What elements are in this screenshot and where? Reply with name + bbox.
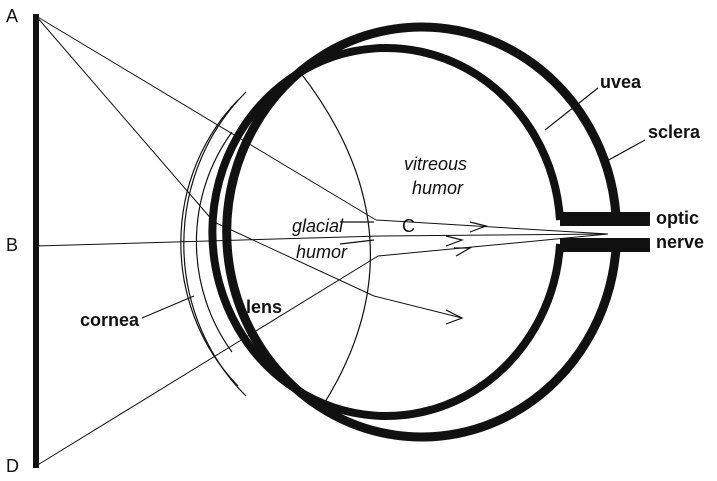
label-d: D [6,456,19,476]
label-cornea: cornea [80,310,140,330]
arrow-heads [446,222,486,324]
sclera-leader [605,140,645,162]
optic-nerve-bottom [560,238,650,252]
uvea-ring [212,48,560,416]
light-rays [36,16,608,466]
optic-nerve-top [560,212,650,226]
label-sclera: sclera [648,122,701,142]
label-vitreous: vitreous [404,154,467,174]
label-c: C [402,216,415,236]
label-uvea: uvea [600,72,642,92]
label-vitreous-humor: humor [412,178,464,198]
label-glacial-humor: humor [296,242,348,262]
sclera-ring [227,27,616,437]
label-optic: optic [656,208,699,228]
label-b: B [6,235,18,255]
lens-arc [300,72,370,410]
label-a: A [6,6,18,26]
label-glacial: glacial [292,216,344,236]
label-lens: lens [246,297,282,317]
label-nerve: nerve [656,232,704,252]
cornea-leader [142,296,194,318]
